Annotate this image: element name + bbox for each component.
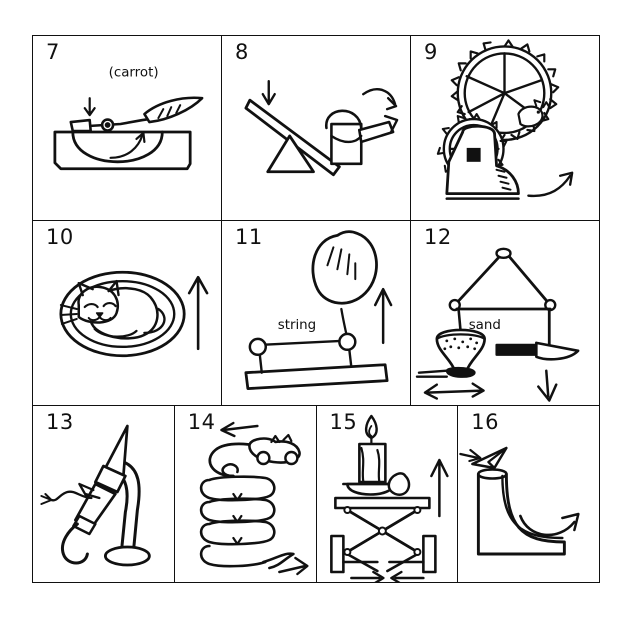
panel-10-artwork — [33, 221, 221, 405]
panel-16-artwork — [458, 406, 599, 582]
panel-12-label: sand — [469, 318, 501, 333]
panel-7-label: (carrot) — [109, 65, 159, 80]
panel-7-artwork: (carrot) — [33, 36, 221, 220]
panel-11-label: string — [278, 318, 316, 333]
panel-12[interactable]: 12 — [411, 221, 599, 406]
panel-12-artwork: sand — [411, 221, 599, 405]
storyboard-row-2: 10 — [33, 221, 599, 406]
storyboard-row-3: 13 — [33, 406, 599, 582]
panel-13-artwork — [33, 406, 174, 582]
panel-14[interactable]: 14 — [175, 406, 317, 582]
panel-8-artwork — [222, 36, 410, 220]
panel-number-11: 11 — [235, 225, 263, 249]
panel-9-artwork — [411, 36, 599, 220]
panel-15[interactable]: 15 — [317, 406, 459, 582]
panel-8[interactable]: 8 — [222, 36, 411, 221]
panel-number-10: 10 — [46, 225, 74, 249]
panel-16[interactable]: 16 — [458, 406, 599, 582]
panel-13[interactable]: 13 — [33, 406, 175, 582]
storyboard-row-1: 7 — [33, 36, 599, 221]
panel-7[interactable]: 7 — [33, 36, 222, 221]
panel-10[interactable]: 10 — [33, 221, 222, 406]
panel-15-artwork — [317, 406, 458, 582]
panel-11-artwork: string — [222, 221, 410, 405]
storyboard-grid: 7 — [32, 35, 600, 583]
panel-number-9: 9 — [424, 40, 438, 64]
panel-9[interactable]: 9 — [411, 36, 599, 221]
panel-14-artwork — [175, 406, 316, 582]
panel-11[interactable]: 11 — [222, 221, 411, 406]
panel-number-12: 12 — [424, 225, 452, 249]
panel-number-15: 15 — [329, 410, 358, 434]
panel-number-13: 13 — [46, 410, 74, 434]
panel-number-16: 16 — [471, 410, 499, 434]
panel-number-8: 8 — [235, 40, 249, 64]
panel-number-14: 14 — [187, 410, 216, 434]
panel-number-7: 7 — [46, 40, 60, 64]
